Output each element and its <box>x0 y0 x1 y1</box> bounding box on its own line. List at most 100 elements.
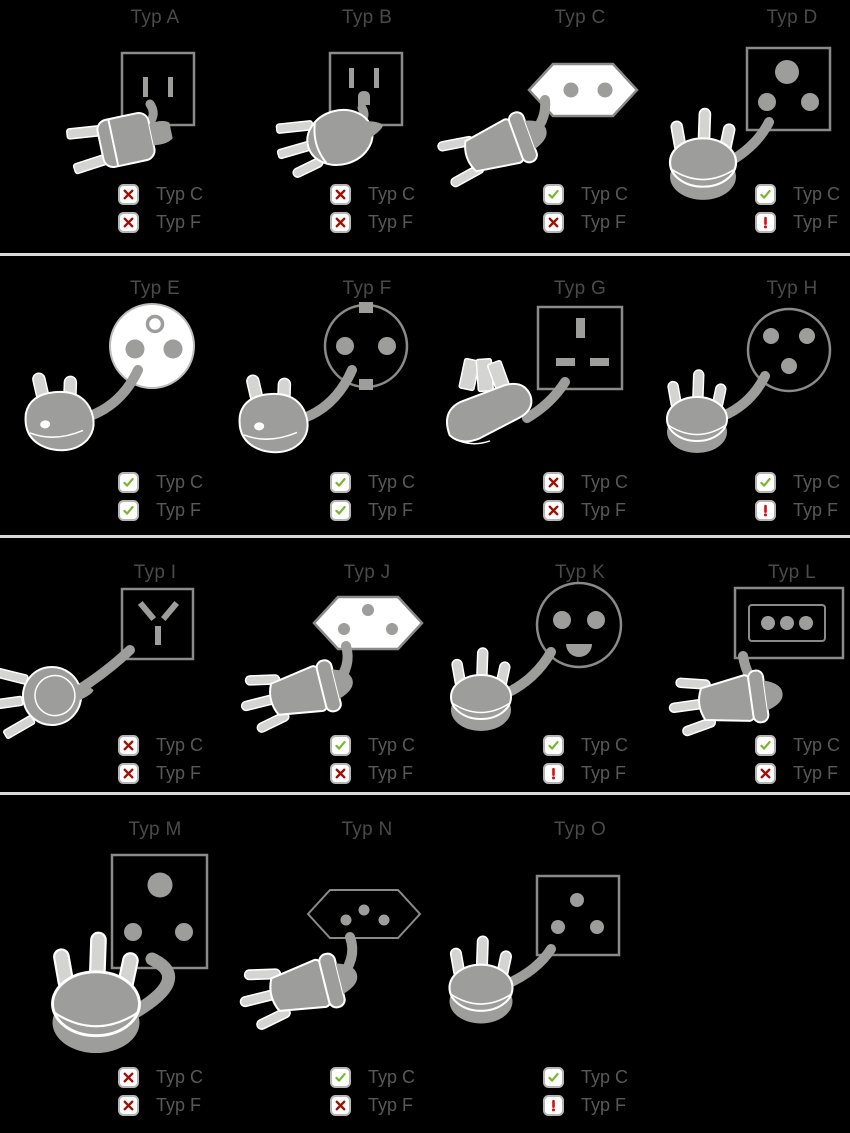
section-divider <box>0 535 850 538</box>
cross-icon <box>330 184 351 205</box>
check-icon <box>755 184 776 205</box>
compatibility-list: Typ C Typ F <box>118 472 203 521</box>
type-e-plug-and-socket-illustration <box>0 302 212 477</box>
check-icon <box>543 1067 564 1088</box>
compat-label: Typ C <box>581 735 629 755</box>
cross-icon <box>118 763 139 784</box>
type-title: Typ J <box>343 562 391 583</box>
compatibility-list: Typ C Typ F <box>118 1067 203 1116</box>
type-k-plug-and-socket-illustration <box>425 581 637 748</box>
type-title: Typ C <box>554 7 606 28</box>
plug-type-cell-i: Typ I Typ C Typ F <box>0 538 212 792</box>
type-title: Typ D <box>766 7 818 28</box>
cross-icon <box>543 500 564 521</box>
compat-row: Typ F <box>755 212 840 233</box>
compat-label: Typ C <box>368 735 416 755</box>
compat-label: Typ C <box>793 472 841 492</box>
type-n-plug-and-socket-illustration <box>212 843 424 1073</box>
section-divider <box>0 792 850 795</box>
check-icon <box>118 500 139 521</box>
type-title: Typ I <box>133 562 177 583</box>
compat-label: Typ C <box>581 1067 629 1087</box>
compat-row: Typ F <box>118 500 203 521</box>
cross-icon <box>118 1095 139 1116</box>
cross-icon <box>118 184 139 205</box>
compat-label: Typ C <box>368 184 416 204</box>
type-title: Typ F <box>342 278 392 299</box>
type-d-plug-and-socket-illustration <box>637 34 849 234</box>
compat-row: Typ C <box>543 1067 628 1088</box>
compat-row: Typ F <box>543 1095 628 1116</box>
exclamation-icon <box>755 500 776 521</box>
compat-label: Typ F <box>156 500 202 520</box>
compat-label: Typ F <box>368 212 414 232</box>
compat-row: Typ C <box>118 735 203 756</box>
compat-label: Typ C <box>368 472 416 492</box>
compat-label: Typ C <box>581 184 629 204</box>
compat-row: Typ F <box>118 1095 203 1116</box>
compat-row: Typ F <box>330 500 415 521</box>
compat-label: Typ F <box>793 212 839 232</box>
exclamation-icon <box>543 1095 564 1116</box>
compat-label: Typ C <box>156 472 204 492</box>
cross-icon <box>118 1067 139 1088</box>
type-c-plug-and-socket-illustration <box>425 34 639 234</box>
compat-row: Typ F <box>330 1095 415 1116</box>
compat-row: Typ C <box>330 472 415 493</box>
compatibility-list: Typ C Typ F <box>330 472 415 521</box>
compat-row: Typ C <box>755 735 840 756</box>
compat-row: Typ F <box>330 763 415 784</box>
type-i-plug-and-socket-illustration <box>0 587 212 748</box>
cross-icon <box>543 212 564 233</box>
compat-row: Typ F <box>543 212 628 233</box>
check-icon <box>543 184 564 205</box>
compat-label: Typ F <box>156 763 202 783</box>
compatibility-list: Typ C Typ F <box>543 472 628 521</box>
type-m-plug-and-socket-illustration <box>0 843 212 1073</box>
check-icon <box>755 472 776 493</box>
type-o-plug-and-socket-illustration <box>425 843 637 1073</box>
compatibility-list: Typ C Typ F <box>330 1067 415 1116</box>
compat-label: Typ C <box>368 1067 416 1087</box>
plug-type-cell-e: Typ E Typ C Typ F <box>0 256 212 535</box>
compatibility-list: Typ C Typ F <box>543 184 628 233</box>
compat-row: Typ C <box>543 735 628 756</box>
type-a-plug-and-socket-illustration <box>0 34 212 234</box>
compatibility-list: Typ C Typ F <box>118 735 203 784</box>
check-icon <box>330 735 351 756</box>
compat-label: Typ C <box>156 184 204 204</box>
type-title: Typ K <box>554 562 606 583</box>
compat-label: Typ C <box>156 1067 204 1087</box>
exclamation-icon <box>543 763 564 784</box>
compat-row: Typ F <box>118 763 203 784</box>
compat-label: Typ C <box>581 472 629 492</box>
compat-row: Typ C <box>118 472 203 493</box>
compat-row: Typ F <box>755 763 840 784</box>
type-l-plug-and-socket-illustration <box>637 586 849 748</box>
compat-row: Typ C <box>330 1067 415 1088</box>
type-b-plug-and-socket-illustration <box>212 34 424 234</box>
plug-type-cell-k: Typ K Typ C Typ F <box>425 538 637 792</box>
compat-label: Typ F <box>581 500 627 520</box>
compat-row: Typ C <box>543 184 628 205</box>
plug-row-3: Typ I Typ C Typ F Typ J Typ C Typ F Typ K Typ C… <box>0 538 850 792</box>
compat-label: Typ F <box>581 212 627 232</box>
compat-label: Typ F <box>581 763 627 783</box>
compat-label: Typ F <box>793 500 839 520</box>
type-title: Typ E <box>129 278 181 299</box>
compatibility-list: Typ C Typ F <box>755 472 840 521</box>
cross-icon <box>118 212 139 233</box>
compatibility-list: Typ C Typ F <box>330 184 415 233</box>
